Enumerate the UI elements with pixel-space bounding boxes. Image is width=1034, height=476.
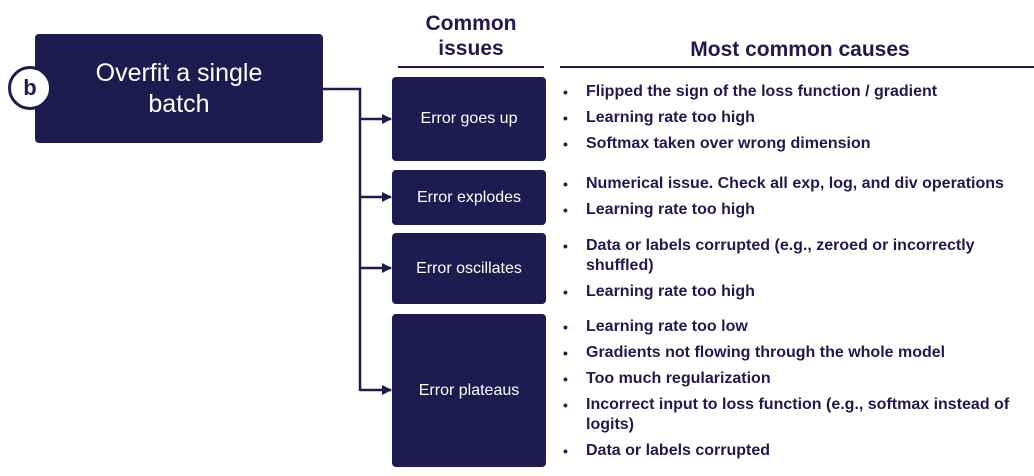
common-issues-header: Common issues	[425, 12, 517, 60]
cause-item: Gradients not flowing through the whole …	[560, 343, 1034, 363]
causes-list-goes-up: Flipped the sign of the loss function / …	[560, 82, 1034, 160]
causes-list-plateaus: Learning rate too low Gradients not flow…	[560, 317, 1034, 467]
issue-box-goes-up: Error goes up	[392, 77, 546, 161]
causes-list-explodes: Numerical issue. Check all exp, log, and…	[560, 174, 1034, 226]
cause-item: Too much regularization	[560, 369, 1034, 389]
causes-header-rule	[560, 66, 1034, 68]
issue-box-explodes: Error explodes	[392, 170, 546, 225]
causes-list-oscillates: Data or labels corrupted (e.g., zeroed o…	[560, 236, 1034, 308]
cause-item: Learning rate too high	[560, 108, 1034, 128]
cause-item: Softmax taken over wrong dimension	[560, 134, 1034, 154]
cause-item: Data or labels corrupted	[560, 441, 1034, 461]
issues-header-rule	[398, 66, 544, 68]
cause-item: Learning rate too high	[560, 200, 1034, 220]
cause-item: Data or labels corrupted (e.g., zeroed o…	[560, 236, 1034, 276]
step-badge-letter: b	[23, 75, 37, 100]
causes-header: Most common causes	[690, 38, 910, 61]
issue-box-oscillates: Error oscillates	[392, 233, 546, 304]
issue-box-plateaus: Error plateaus	[392, 314, 546, 467]
cause-item: Learning rate too low	[560, 317, 1034, 337]
main-step-box: Overfit a single batch	[35, 34, 323, 143]
main-step-label: Overfit a single batch	[95, 58, 263, 118]
cause-item: Learning rate too high	[560, 282, 1034, 302]
step-badge: b	[8, 66, 52, 110]
cause-item: Numerical issue. Check all exp, log, and…	[560, 174, 1034, 194]
cause-item: Flipped the sign of the loss function / …	[560, 82, 1034, 102]
cause-item: Incorrect input to loss function (e.g., …	[560, 395, 1034, 435]
